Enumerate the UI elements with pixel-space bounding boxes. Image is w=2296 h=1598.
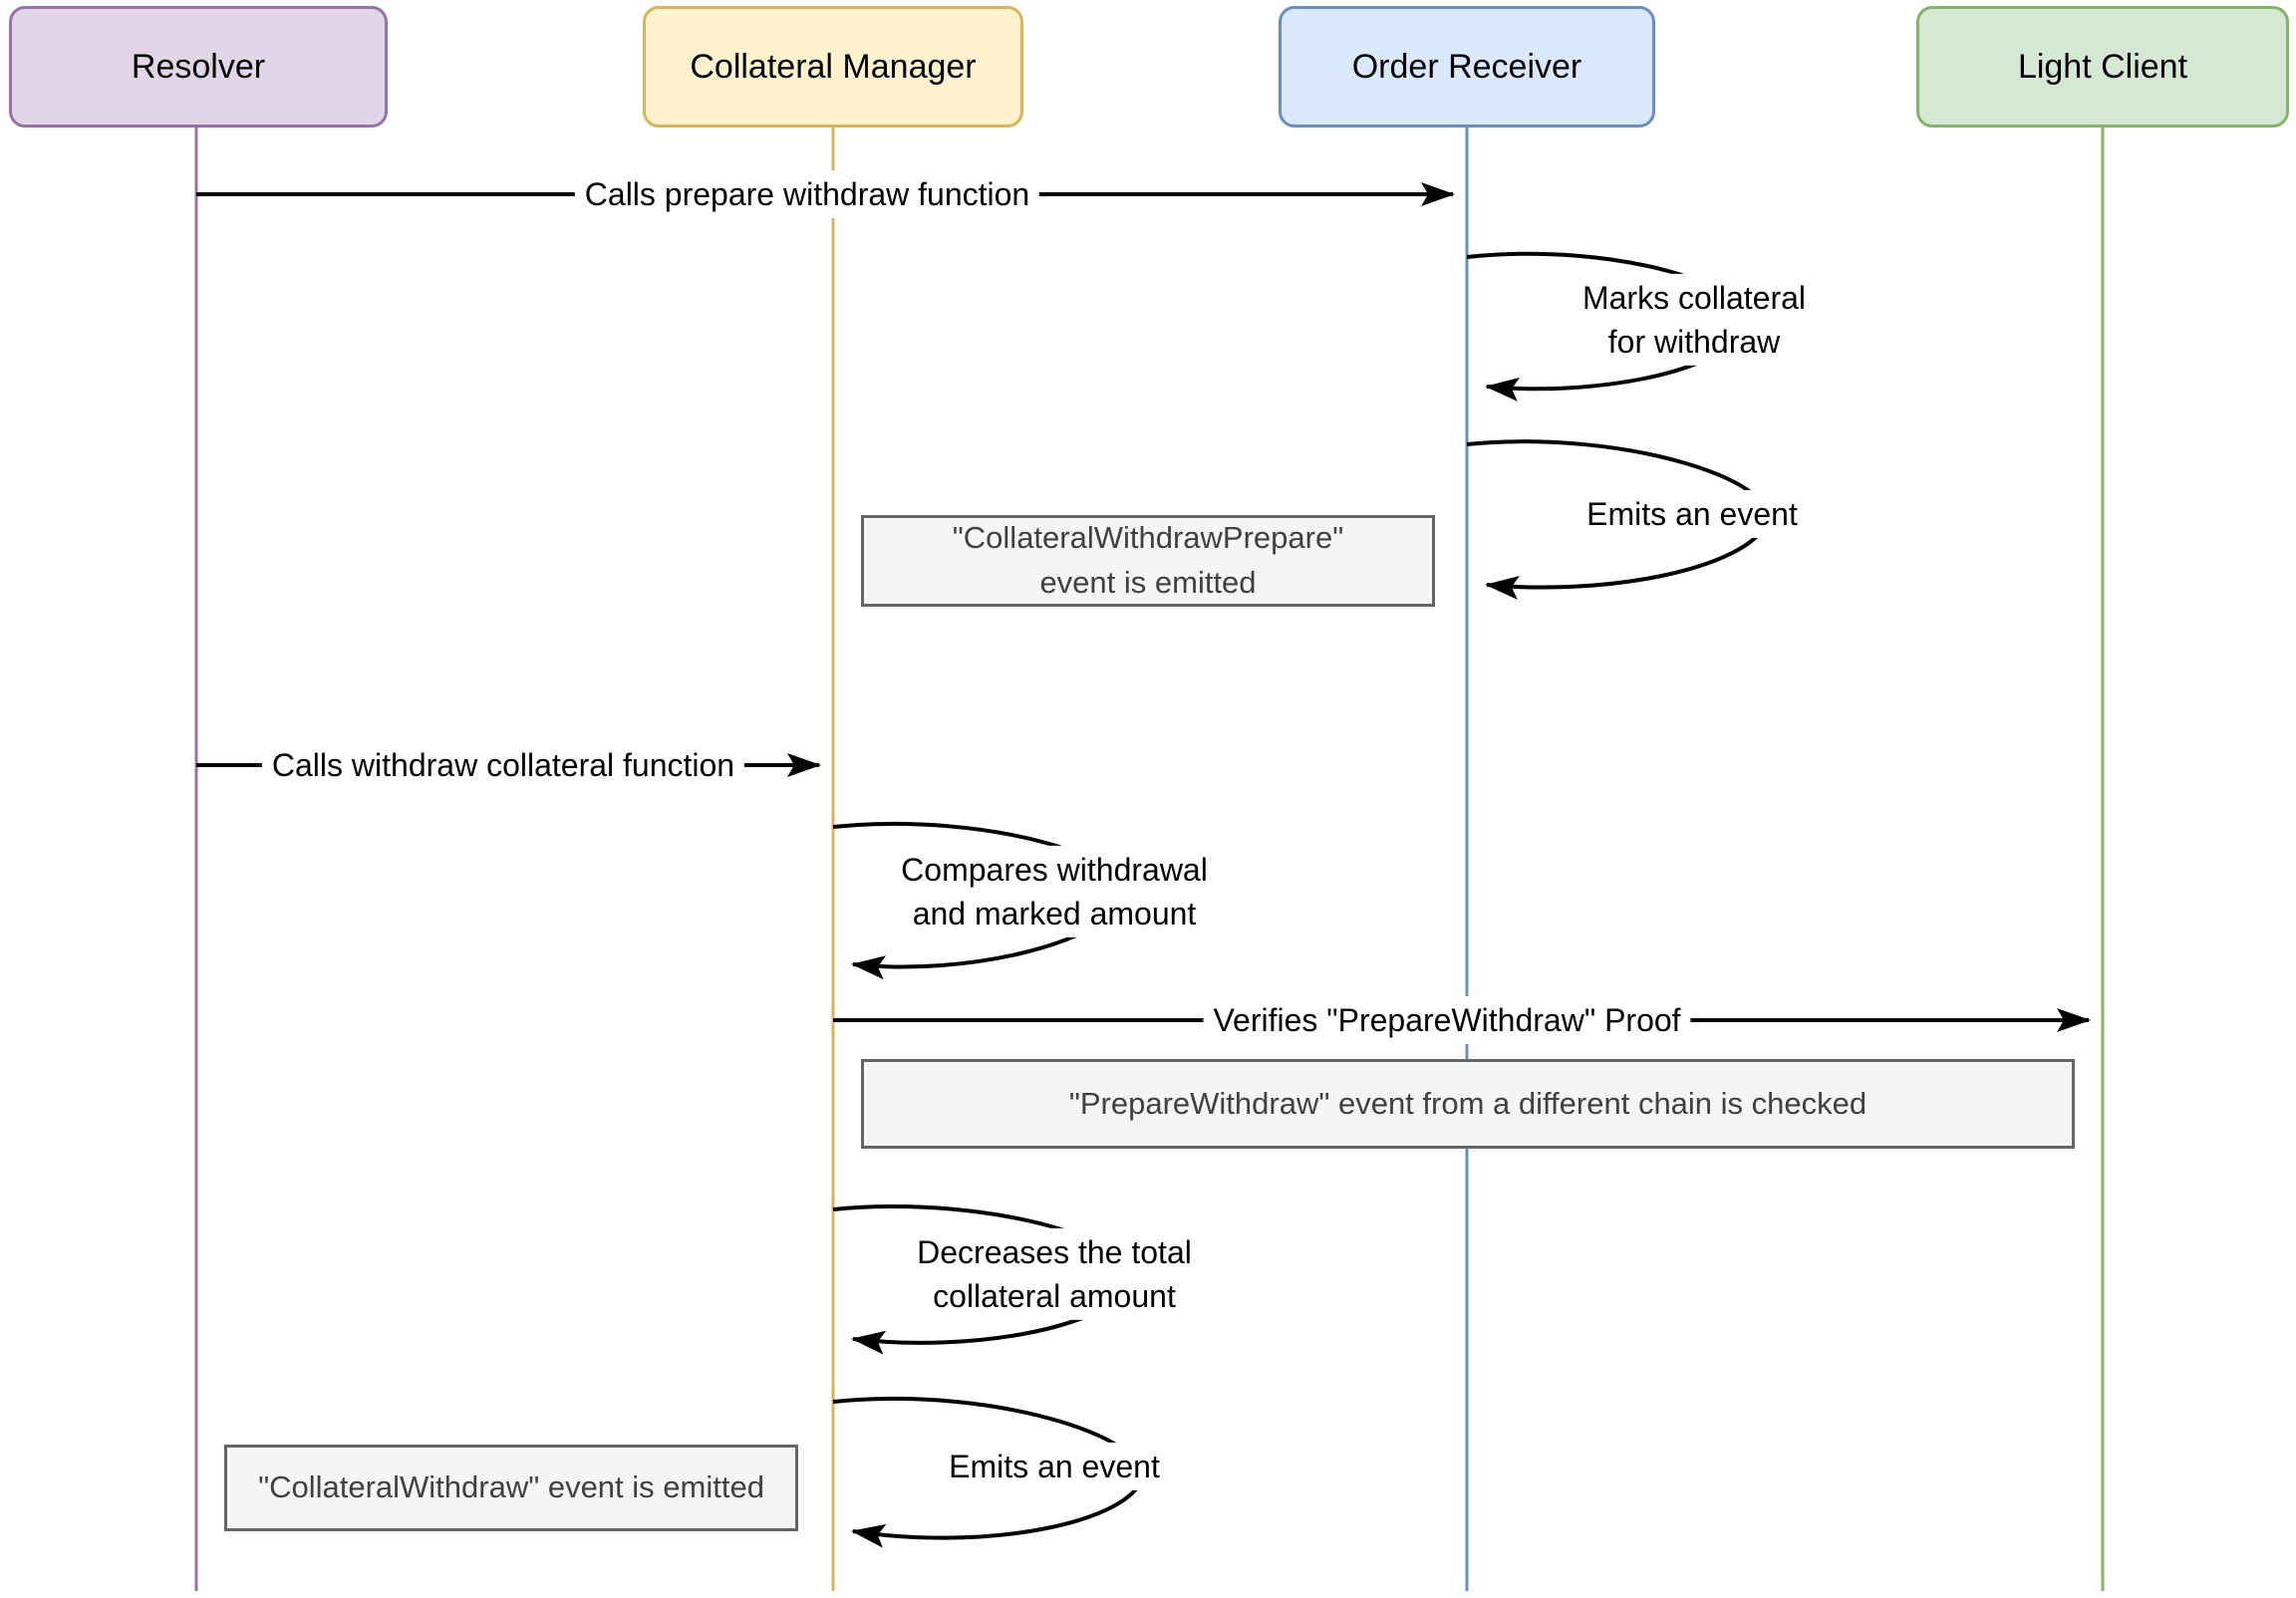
actor-order-receiver: Order Receiver [1279,6,1655,128]
note-text: "PrepareWithdraw" event from a different… [1068,1085,1867,1121]
note-collateral-withdraw-emitted: "CollateralWithdraw" event is emitted [224,1445,798,1531]
actor-order-receiver-label: Order Receiver [1351,47,1582,86]
note-text: "CollateralWithdrawPrepare" event is emi… [952,520,1344,600]
actor-resolver: Resolver [9,6,388,128]
message-label-emits-event-1: Emits an event [1577,489,1808,539]
actor-resolver-label: Resolver [131,47,266,86]
note-text: "CollateralWithdraw" event is emitted [258,1469,764,1505]
note-collateral-withdraw-prepare-emitted: "CollateralWithdrawPrepare" event is emi… [861,515,1435,607]
note-prepare-withdraw-checked: "PrepareWithdraw" event from a different… [861,1059,2075,1149]
actor-collateral-manager: Collateral Manager [643,6,1023,128]
message-label-calls-withdraw-collateral: Calls withdraw collateral function [261,740,745,790]
message-label-calls-prepare-withdraw: Calls prepare withdraw function [574,169,1040,219]
message-label-verifies-proof: Verifies "PrepareWithdraw" Proof [1203,995,1691,1045]
actor-light-client-label: Light Client [2017,47,2188,86]
actor-light-client: Light Client [1916,6,2289,128]
message-label-compares-withdrawal: Compares withdrawal and marked amount [891,845,1218,938]
actor-collateral-manager-label: Collateral Manager [690,47,977,86]
message-label-emits-event-2: Emits an event [939,1442,1170,1491]
message-label-decreases-total: Decreases the total collateral amount [907,1227,1202,1321]
message-label-marks-collateral: Marks collateral for withdraw [1572,273,1817,367]
